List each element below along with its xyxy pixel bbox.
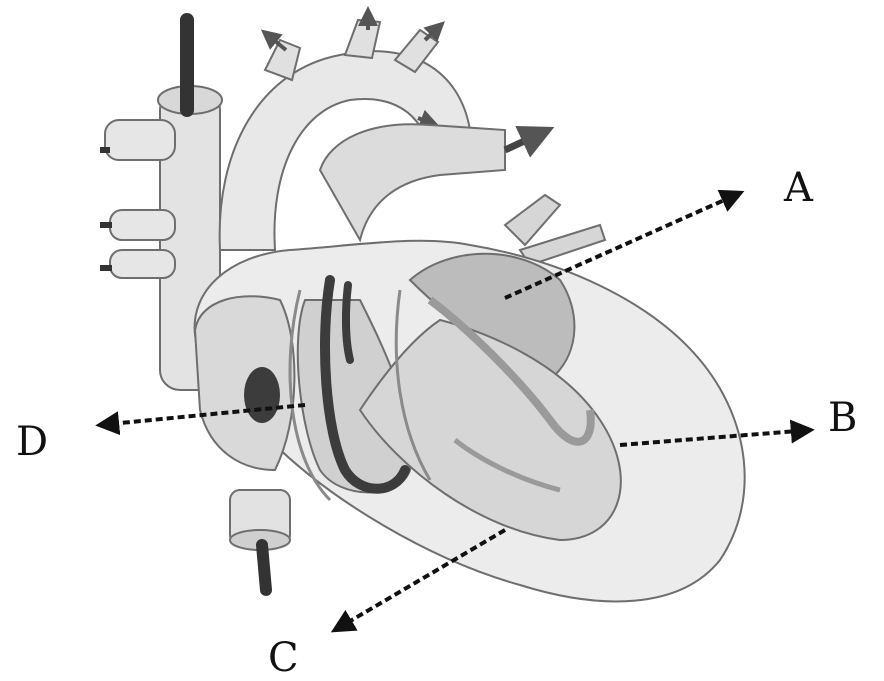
pulmonary-veins-left	[505, 195, 605, 265]
label-a: A	[784, 168, 813, 208]
label-d: D	[16, 422, 48, 462]
label-c: C	[268, 638, 299, 678]
label-b: B	[828, 398, 857, 438]
